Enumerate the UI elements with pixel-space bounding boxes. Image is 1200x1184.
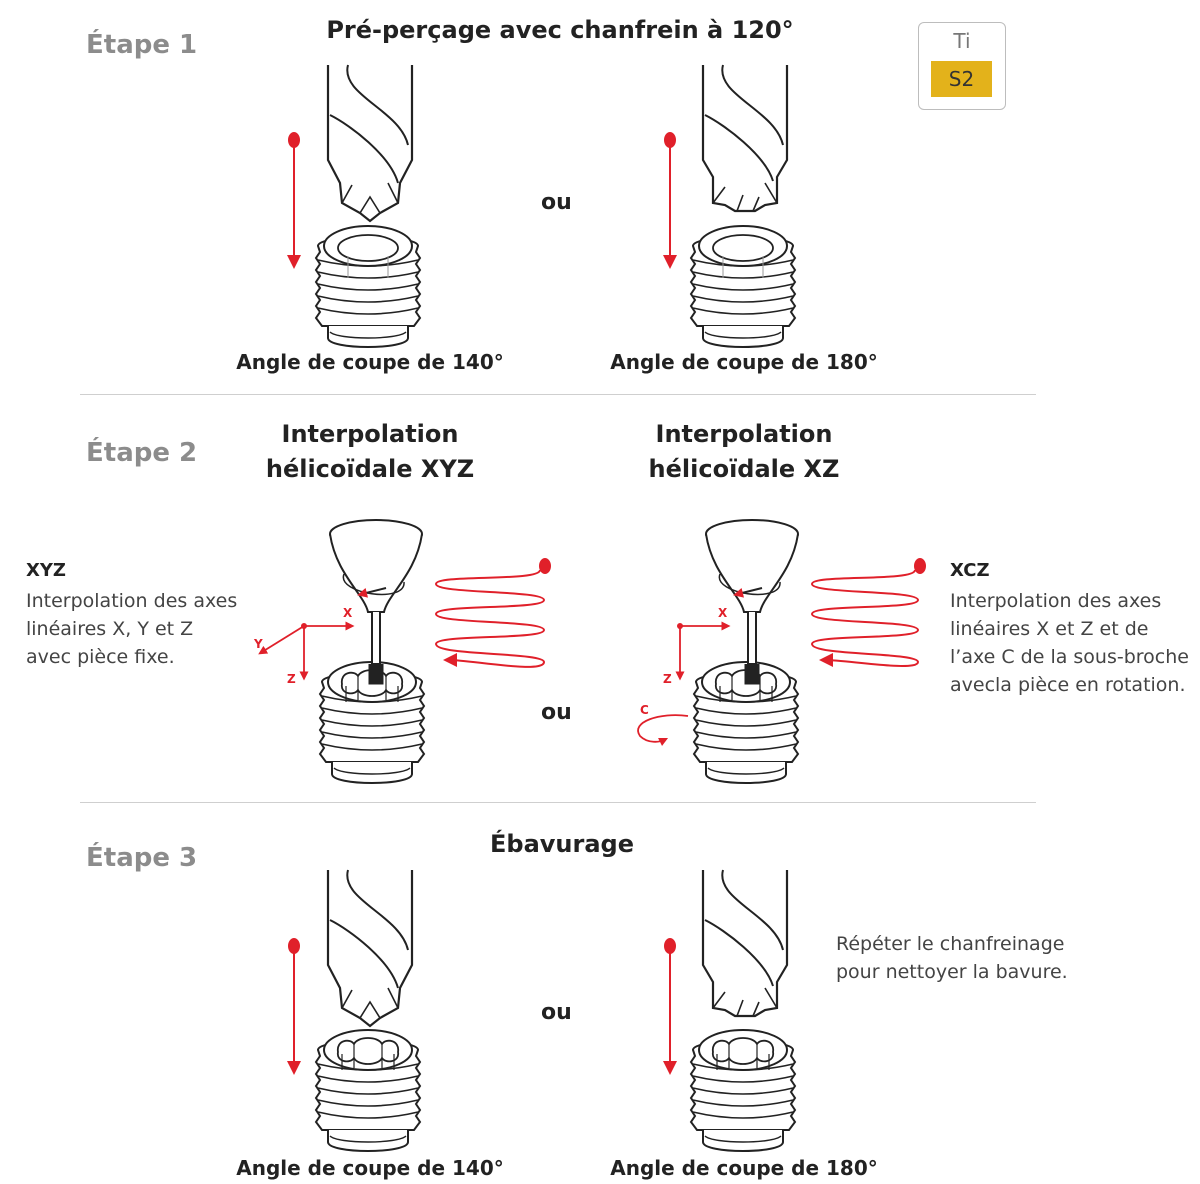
axis-triad-right [637,621,731,747]
step-2-left-figure [319,520,425,784]
helix-path-right [810,558,926,668]
helix-path-left [434,558,551,668]
note-xyz-line: Interpolation des axes [26,590,238,612]
note-xcz-heading: XCZ [950,560,990,581]
note-xcz-line: l’axe C de la sous-broche [950,646,1189,668]
note-xyz-line: linéaires X, Y et Z [26,618,194,640]
badge-material-s2: S2 [931,61,992,97]
note-xyz-text: Interpolation des axes linéaires X, Y et… [26,587,237,671]
step-3-caption-right: Angle de coupe de 180° [610,1156,878,1180]
step-1-feed-arrows [287,132,677,269]
step-1-right-figure [690,63,796,348]
step-3-note-line: Répéter le chanfreinage [836,933,1065,955]
step-2-title-right-line2: hélicoïdale XZ [648,455,840,483]
badge-material-ti: Ti [953,29,971,53]
step-3-note: Répéter le chanfreinage pour nettoyer la… [836,930,1068,986]
axis-label-z-right: Z [663,672,672,686]
divider-2 [80,802,1036,803]
step-3-left-figure [315,868,421,1152]
step-3-label: Étape 3 [86,843,198,873]
note-xcz-line: avecla pièce en rotation. [950,674,1186,696]
step-1-or: ou [541,190,572,215]
axis-triad-left [258,621,355,681]
note-xcz-line: Interpolation des axes [950,590,1162,612]
step-1-caption-right: Angle de coupe de 180° [610,350,878,374]
step-3-or: ou [541,1000,572,1025]
axis-label-z-left: Z [287,672,296,686]
note-xyz-line: avec pièce fixe. [26,646,175,668]
axis-label-y: Y [253,637,263,651]
step-2-title-left-line2: hélicoïdale XYZ [265,455,475,483]
material-badge: Ti S2 [918,22,1006,110]
step-1-label: Étape 1 [86,30,198,60]
step-2-title-right-line1: Interpolation [655,420,833,448]
axis-label-x-left: X [343,606,353,620]
step-3-title: Ébavurage [490,830,634,858]
step-2-or: ou [541,700,572,725]
note-xcz-line: linéaires X et Z et de [950,618,1149,640]
step-2-label: Étape 2 [86,438,198,468]
step-3-caption-left: Angle de coupe de 140° [236,1156,504,1180]
step-3-note-line: pour nettoyer la bavure. [836,961,1068,983]
step-1-left-figure [315,63,421,348]
step-3-right-figure [690,868,796,1152]
step-3-feed-arrows [287,938,677,1075]
step-1-title: Pré-perçage avec chanfrein à 120° [326,16,794,44]
step-1-caption-left: Angle de coupe de 140° [236,350,504,374]
divider-1 [80,394,1036,395]
note-xyz-heading: XYZ [26,560,66,581]
axis-label-c: C [640,703,649,717]
step-2-title-left-line1: Interpolation [281,420,459,448]
note-xcz-text: Interpolation des axes linéaires X et Z … [950,587,1189,699]
axis-label-x-right: X [718,606,728,620]
step-2-right-figure [693,520,799,784]
